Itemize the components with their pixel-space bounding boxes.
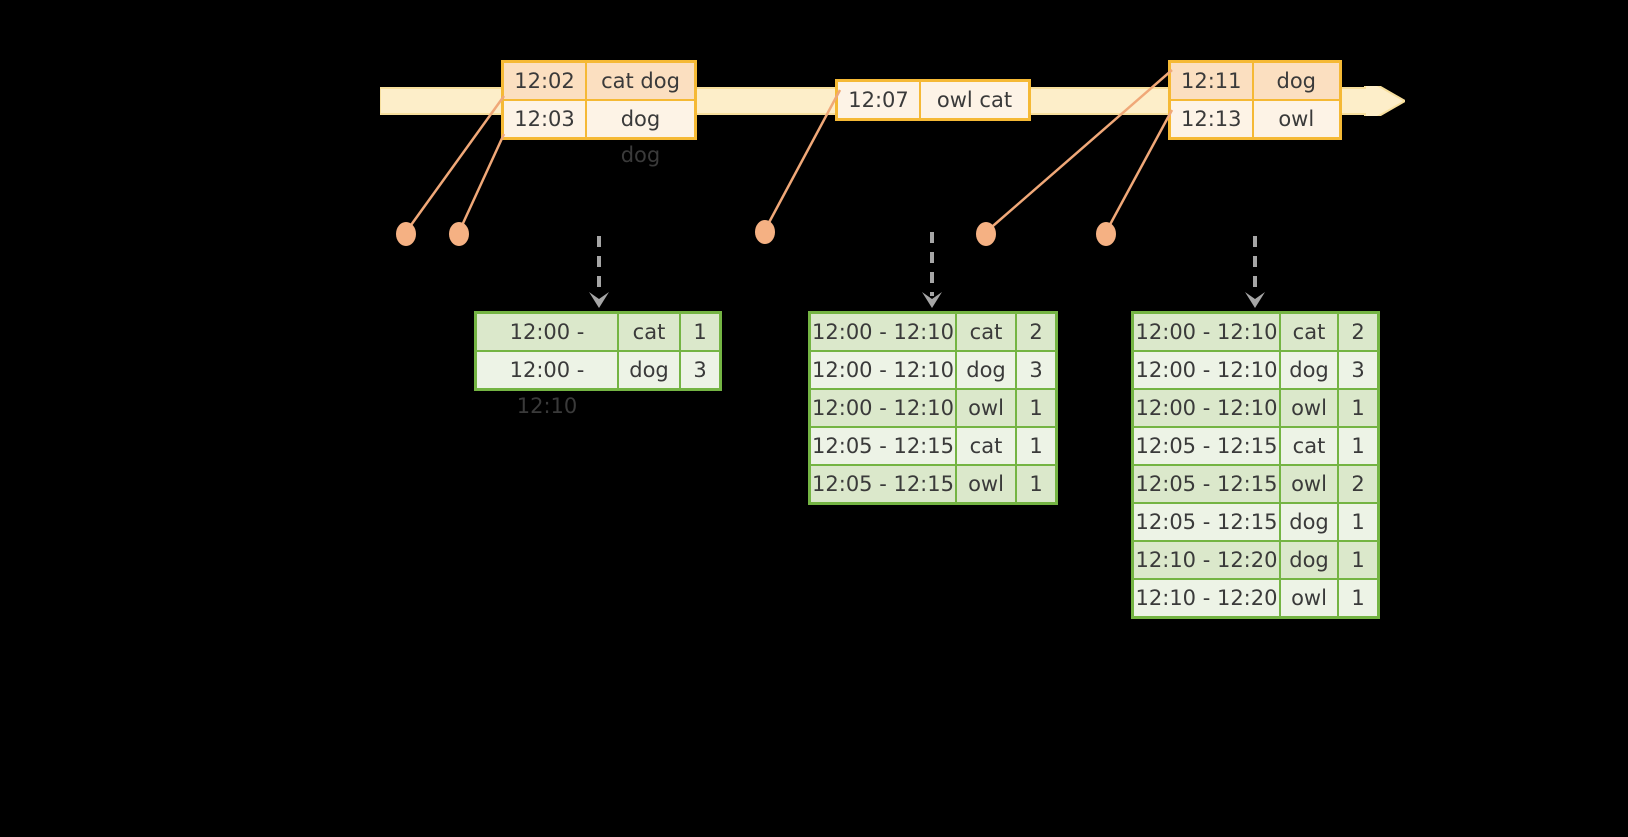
event-box-1[interactable]: 12:02 cat dog 12:03 dog dog xyxy=(501,60,697,167)
event-words: owl cat xyxy=(920,82,1028,118)
word-cell: cat xyxy=(957,428,1017,464)
count-cell: 3 xyxy=(1017,352,1055,388)
event-words: dog dog xyxy=(586,101,694,167)
word-cell: cat xyxy=(957,314,1017,350)
event-words: owl xyxy=(1253,101,1339,137)
word-cell: owl xyxy=(957,390,1017,426)
down-arrows xyxy=(589,232,1265,308)
count-cell: 2 xyxy=(1017,314,1055,350)
word-cell: cat xyxy=(1281,428,1339,464)
window-cell: 12:05 - 12:15 xyxy=(1134,428,1281,464)
word-cell: dog xyxy=(619,352,681,388)
window-cell: 12:00 - 12:10 xyxy=(811,314,957,350)
table-row: 12:00 - 12:10cat1 xyxy=(477,314,719,380)
window-cell: 12:00 - 12:10 xyxy=(477,352,619,418)
count-cell: 1 xyxy=(1017,390,1055,426)
event-time: 12:11 xyxy=(1171,63,1254,99)
count-cell: 1 xyxy=(1017,466,1055,502)
event-dot-1202 xyxy=(396,222,416,246)
count-cell: 1 xyxy=(681,314,719,350)
event-words: dog xyxy=(1253,63,1339,99)
event-dot-1211 xyxy=(976,222,996,246)
word-cell: owl xyxy=(1281,466,1339,502)
window-cell: 12:05 - 12:15 xyxy=(1134,504,1281,540)
event-time: 12:02 xyxy=(504,63,587,99)
count-cell: 3 xyxy=(681,352,719,388)
event-row: 12:13 owl xyxy=(1171,99,1339,137)
event-time: 12:13 xyxy=(1171,101,1254,137)
down-arrow-to-table-2-head xyxy=(922,292,942,308)
window-cell: 12:10 - 12:20 xyxy=(1134,580,1281,616)
word-cell: owl xyxy=(1281,390,1339,426)
down-arrow-to-table-3-head xyxy=(1245,292,1265,308)
word-cell: dog xyxy=(957,352,1017,388)
connector-1202 xyxy=(404,95,506,233)
event-box-3[interactable]: 12:11 dog 12:13 owl xyxy=(1168,60,1342,140)
word-cell: dog xyxy=(1281,352,1339,388)
down-arrow-to-table-1-head xyxy=(589,292,609,308)
window-cell: 12:00 - 12:10 xyxy=(811,352,957,388)
count-cell: 3 xyxy=(1339,352,1377,388)
event-dots xyxy=(396,220,1116,246)
connector-1203 xyxy=(457,133,506,233)
event-time: 12:03 xyxy=(504,101,587,137)
event-dot-1203 xyxy=(449,222,469,246)
word-cell: owl xyxy=(1281,580,1339,616)
event-time: 12:07 xyxy=(838,82,921,118)
connector-lines xyxy=(404,69,1174,233)
connector-1207 xyxy=(763,89,842,231)
event-dot-1213 xyxy=(1096,222,1116,246)
window-cell: 12:00 - 12:10 xyxy=(811,390,957,426)
word-cell: cat xyxy=(619,314,681,350)
window-cell: 12:05 - 12:15 xyxy=(811,466,957,502)
event-words: cat dog xyxy=(586,63,694,99)
window-cell: 12:10 - 12:20 xyxy=(1134,542,1281,578)
window-cell: 12:00 - 12:10 xyxy=(1134,352,1281,388)
count-cell: 1 xyxy=(1339,542,1377,578)
event-box-2[interactable]: 12:07 owl cat xyxy=(835,79,1031,121)
count-cell: 1 xyxy=(1339,504,1377,540)
event-row: 12:11 dog xyxy=(1171,63,1339,99)
connector-1213 xyxy=(1104,109,1174,233)
connector-layer xyxy=(396,69,1265,308)
count-cell: 1 xyxy=(1339,428,1377,464)
count-cell: 2 xyxy=(1339,466,1377,502)
count-cell: 1 xyxy=(1339,390,1377,426)
count-cell: 2 xyxy=(1339,314,1377,350)
event-row: 12:03 dog dog xyxy=(504,99,694,167)
window-cell: 12:00 - 12:10 xyxy=(477,314,619,380)
word-cell: dog xyxy=(1281,542,1339,578)
event-row: 12:02 cat dog xyxy=(504,63,694,99)
window-cell: 12:00 - 12:10 xyxy=(1134,314,1281,350)
window-cell: 12:05 - 12:15 xyxy=(811,428,957,464)
word-cell: cat xyxy=(1281,314,1339,350)
word-cell: owl xyxy=(957,466,1017,502)
event-dot-1207 xyxy=(755,220,775,244)
window-cell: 12:00 - 12:10 xyxy=(1134,390,1281,426)
count-cell: 1 xyxy=(1017,428,1055,464)
event-row: 12:07 owl cat xyxy=(838,82,1028,118)
window-cell: 12:05 - 12:15 xyxy=(1134,466,1281,502)
connector-1211 xyxy=(985,69,1173,233)
count-cell: 1 xyxy=(1339,580,1377,616)
word-cell: dog xyxy=(1281,504,1339,540)
